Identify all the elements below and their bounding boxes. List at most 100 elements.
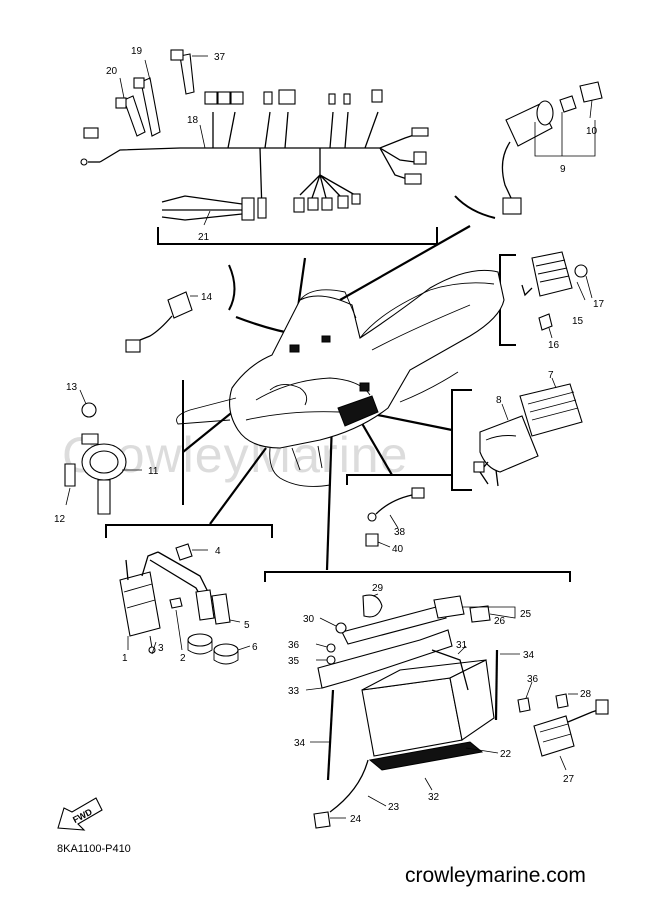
connector-fan-3: [321, 197, 333, 211]
washer-35: [326, 655, 336, 665]
coil-stem: [97, 479, 111, 515]
callout-38: 37: [214, 52, 226, 63]
fwd-arrow: FWD: [57, 797, 103, 831]
leader-18: [199, 124, 206, 149]
switch-group-bracket: [228, 264, 236, 311]
callout-24: 24: [350, 814, 362, 825]
grommet-17: [574, 264, 588, 278]
battery-area-hatch: [337, 395, 379, 427]
left-ski: [176, 397, 237, 425]
rod-34-right: [494, 649, 499, 721]
breather-hose-23: [329, 759, 369, 813]
regulator-lead: [521, 284, 533, 297]
ignition-coil-assembly: [119, 543, 239, 665]
harness-fan-out: [299, 174, 356, 199]
main-switch-key-blade: [559, 95, 577, 113]
fuse-box-27: [533, 715, 575, 757]
battery-22: [361, 677, 463, 757]
connector-a3: [230, 91, 244, 105]
bolt-12: [64, 463, 76, 487]
track-tunnel: [399, 371, 459, 403]
wiring-harness: [80, 49, 429, 221]
nut-36: [326, 643, 336, 653]
sensor-pointer: [359, 419, 393, 476]
callout-14: 14: [201, 292, 213, 303]
callout-2: 2: [180, 653, 186, 664]
snowmobile-illustration: [176, 269, 505, 487]
cdi-unit-assembly: [473, 383, 583, 487]
boot-6a: [187, 633, 213, 647]
callout-23: 23: [388, 802, 400, 813]
callout-36: 36: [288, 640, 300, 651]
sub-harness-connector: [241, 197, 255, 221]
leader-2: [175, 609, 183, 651]
callout-32: 32: [428, 792, 440, 803]
band-20: [123, 95, 146, 137]
sub-harness-wires: [161, 195, 243, 221]
callout-15: 15: [572, 316, 584, 327]
switch-mount-mark: [289, 344, 300, 353]
leader-21: [203, 210, 211, 226]
coil-clamp-inner: [89, 450, 119, 474]
rectifier-regulator: [531, 251, 573, 297]
leader-8: [501, 403, 509, 421]
nut-13: [81, 402, 97, 418]
battery-assembly: [313, 594, 609, 829]
leader-36: [315, 643, 328, 648]
main-switch-connector: [502, 197, 522, 215]
ignition-coil-bands: [123, 583, 156, 609]
callout-11: 11: [148, 466, 159, 477]
leader-20: [119, 77, 125, 99]
connector-a1: [204, 91, 218, 105]
callout-35: 35: [288, 656, 300, 667]
cdi-unit-7: [519, 383, 583, 437]
main-switch-face: [536, 100, 554, 126]
leader-9: [534, 112, 596, 157]
boot-walls: [187, 640, 239, 665]
harness-routing-sketch: [269, 384, 308, 406]
leader-5: [229, 619, 241, 623]
callout-20: 20: [106, 66, 118, 77]
callout-37: 36: [527, 674, 539, 685]
plug-cap-5b: [211, 593, 231, 625]
callout-34-right: 34: [523, 650, 535, 661]
leader-27: [559, 755, 567, 771]
sensor-lead-39: [375, 494, 413, 515]
connector-right-3: [404, 173, 422, 185]
harness-branch-connectors-b: [264, 111, 289, 149]
connector-d1: [371, 89, 383, 103]
group-frames: [105, 195, 571, 582]
cdi-unit-ribs: [527, 391, 579, 421]
battery-side: [449, 659, 495, 741]
bracket-tab: [81, 433, 99, 445]
callout-6: 6: [252, 642, 258, 653]
ignition-coil-group-bracket: [105, 524, 273, 538]
cdi-connector: [473, 461, 485, 473]
clip-37: [517, 697, 531, 713]
callout-16: 16: [548, 340, 560, 351]
nut-30: [335, 622, 347, 634]
ground-terminal: [80, 158, 88, 166]
sensor-40: [365, 533, 379, 547]
cdi-group-bracket: [451, 389, 472, 491]
callout-13: 13: [66, 382, 78, 393]
site-name: crowleymarine.com: [405, 864, 586, 887]
fuse-26: [469, 605, 491, 623]
ski-legs: [291, 445, 323, 471]
band-19-head: [133, 77, 145, 89]
rod-34-left: [326, 689, 335, 781]
leader-31: [457, 645, 467, 655]
main-switch-assembly: [501, 81, 603, 215]
leader-10: [589, 99, 593, 119]
boot-6b: [213, 643, 239, 657]
leader-39: [389, 514, 399, 529]
harness-connector-left: [83, 127, 99, 139]
sub-harness-connector-2: [257, 197, 267, 219]
callout-1: 1: [122, 653, 128, 664]
callout-30: 30: [303, 614, 315, 625]
switch-14-lead: [139, 315, 173, 341]
switch-14-body: [167, 291, 193, 319]
connector-right-1: [411, 127, 429, 137]
battery-tray-32: [368, 741, 484, 771]
leader-22: [465, 747, 499, 754]
